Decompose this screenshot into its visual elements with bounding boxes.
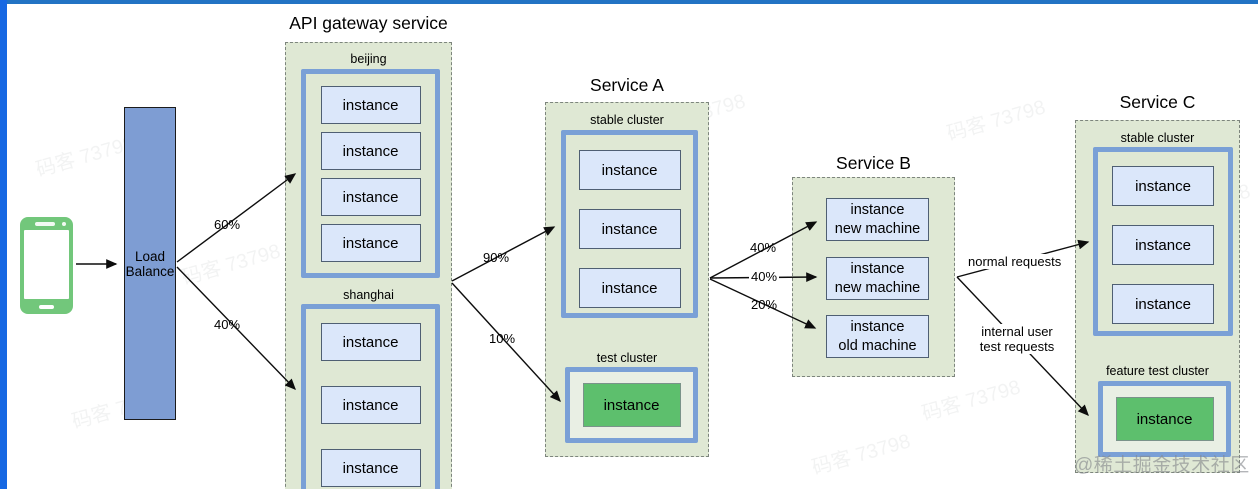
watermark-text: 码客 73798	[33, 132, 137, 182]
service-c-test-label: feature test cluster	[1106, 364, 1209, 378]
service-a-stable-cluster: instance instance instance	[561, 130, 698, 318]
service-c-test-instance: instance	[1115, 397, 1214, 441]
service-a-instance: instance	[578, 150, 681, 190]
service-c-stable-label: stable cluster	[1120, 131, 1195, 145]
gateway-instance: instance	[320, 132, 421, 170]
load-balancer-node: Load Balance	[124, 107, 176, 420]
service-a-stable-label: stable cluster	[590, 113, 664, 127]
service-b-title: Service B	[836, 153, 911, 173]
instance-line1: instance	[850, 319, 905, 336]
service-c-group: stable cluster instance instance instanc…	[1075, 120, 1240, 473]
mobile-phone-icon	[20, 217, 73, 314]
edge-label-60pct: 60%	[214, 217, 241, 232]
beijing-cluster-label: beijing	[350, 52, 387, 66]
service-a-instance: instance	[578, 209, 681, 249]
phone-camera	[62, 221, 66, 226]
service-a-test-label: test cluster	[596, 351, 658, 365]
service-b-instance-new-1: instance new machine	[826, 198, 929, 241]
service-a-group: stable cluster instance instance instanc…	[545, 102, 709, 457]
community-watermark: @稀土掘金技术社区	[1074, 455, 1250, 476]
service-a-title: Service A	[590, 75, 664, 95]
service-b-group: instance new machine instance new machin…	[792, 177, 955, 377]
phone-speaker	[35, 222, 55, 226]
edge-label-40pct-new2: 40%	[749, 269, 780, 284]
service-c-instance: instance	[1112, 166, 1214, 206]
edge-label-internal-requests: internal user test requests	[974, 324, 1060, 354]
service-c-feature-test-cluster: instance	[1098, 381, 1231, 457]
watermark-text: 码客 73798	[919, 376, 1023, 426]
service-a-test-instance: instance	[582, 383, 681, 427]
instance-line2: new machine	[834, 220, 921, 237]
edge-label-normal-requests: normal requests	[966, 254, 1064, 269]
service-c-instance: instance	[1112, 284, 1214, 324]
service-a-instance: instance	[578, 268, 681, 308]
edge-label-40pct: 40%	[214, 317, 241, 332]
beijing-cluster: instance instance instance instance	[301, 69, 440, 278]
instance-line2: old machine	[838, 337, 917, 354]
service-b-instance-old: instance old machine	[826, 315, 929, 358]
edge-label-40pct-new1: 40%	[750, 240, 777, 255]
shanghai-cluster: instance instance instance	[301, 304, 440, 489]
watermark-text: 码客 73798	[179, 240, 283, 290]
gateway-instance: instance	[320, 224, 421, 262]
edge-label-10pct: 10%	[489, 331, 516, 346]
watermark-text: 码客 73798	[944, 96, 1048, 146]
service-a-test-cluster: instance	[565, 367, 698, 443]
gateway-instance: instance	[320, 449, 421, 487]
service-b-instance-new-2: instance new machine	[826, 257, 929, 300]
left-border-bar	[0, 0, 7, 489]
phone-home-button	[39, 304, 54, 309]
instance-line2: new machine	[834, 279, 921, 296]
api-gateway-group: beijing instance instance instance insta…	[285, 42, 452, 489]
instance-line1: instance	[850, 261, 905, 278]
shanghai-cluster-label: shanghai	[343, 288, 394, 302]
service-c-title: Service C	[1119, 92, 1196, 112]
instance-line1: instance	[850, 202, 905, 219]
service-c-instance: instance	[1112, 225, 1214, 265]
api-gateway-title: API gateway service	[289, 13, 448, 33]
gateway-instance: instance	[320, 86, 421, 124]
edge-label-90pct: 90%	[483, 250, 510, 265]
phone-screen	[24, 230, 69, 299]
service-c-stable-cluster: instance instance instance	[1093, 147, 1233, 336]
gateway-instance: instance	[320, 178, 421, 216]
edge-label-20pct: 20%	[751, 297, 778, 312]
watermark-text: 码客 73798	[809, 430, 913, 480]
top-border-bar	[0, 0, 1258, 4]
gateway-instance: instance	[320, 386, 421, 424]
gateway-instance: instance	[320, 323, 421, 361]
